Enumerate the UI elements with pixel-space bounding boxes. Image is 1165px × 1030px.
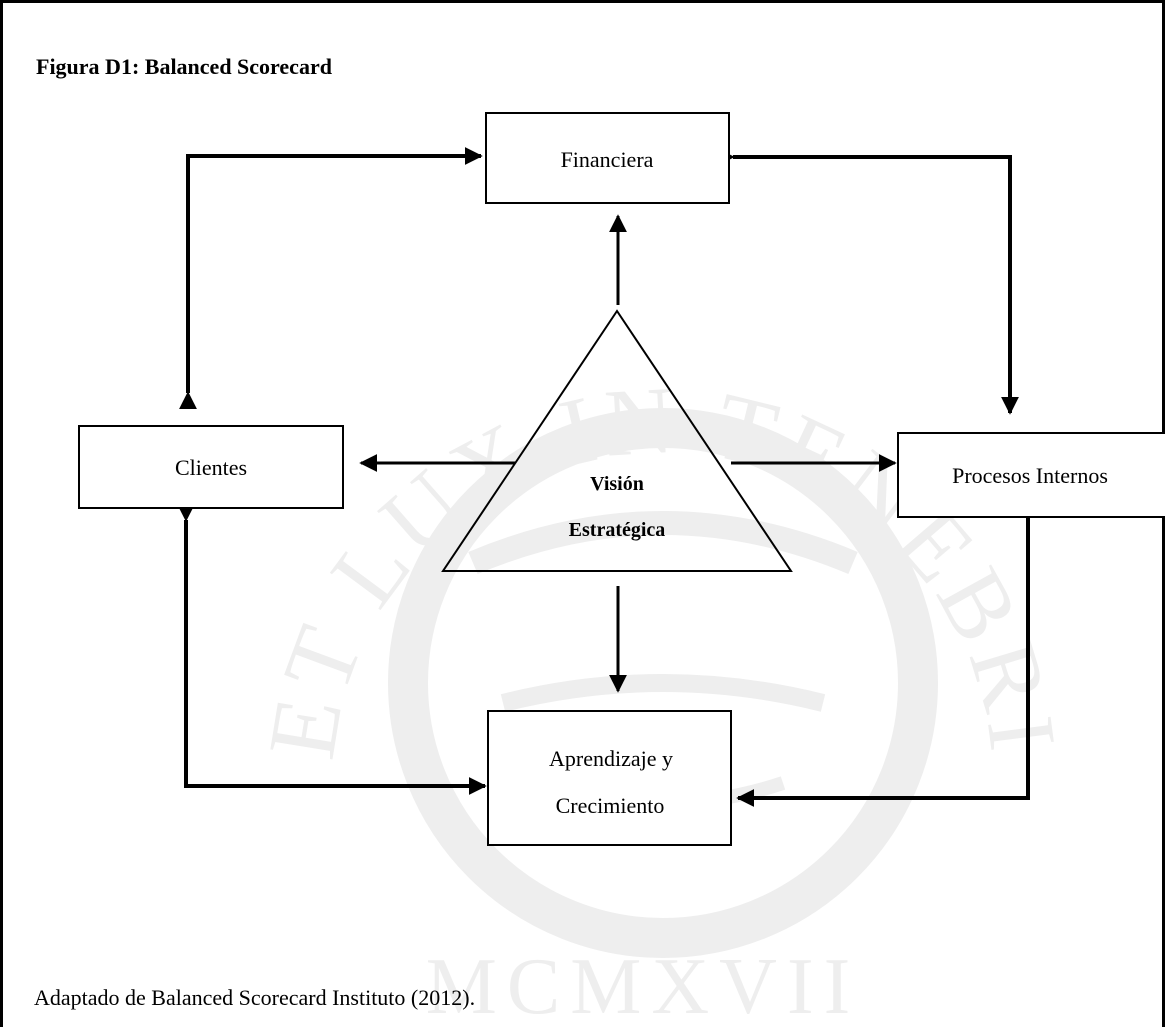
connector-clientes-financiera	[179, 147, 483, 410]
node-financiera-label: Financiera	[561, 147, 654, 172]
node-clientes-box	[78, 425, 344, 509]
node-procesos-label: Procesos Internos	[952, 463, 1108, 488]
node-aprendizaje-label-2: Crecimiento	[556, 793, 665, 818]
node-clientes-label: Clientes	[175, 455, 247, 480]
connector-clientes-aprendizaje	[177, 503, 487, 795]
node-procesos-box	[897, 432, 1165, 518]
figure-title: Figura D1: Balanced Scorecard	[36, 54, 332, 79]
node-vision-label-2: Estratégica	[569, 519, 666, 541]
figure-caption: Adaptado de Balanced Scorecard Instituto…	[34, 985, 476, 1010]
node-vision-triangle	[441, 309, 793, 572]
connector-financiera-procesos	[716, 148, 1019, 415]
node-aprendizaje-label-1: Aprendizaje y	[549, 746, 673, 771]
node-aprendizaje-box	[487, 710, 732, 846]
node-vision-label-1: Visión	[590, 473, 644, 495]
connector-procesos-aprendizaje	[736, 501, 1037, 807]
node-financiera-box	[485, 112, 730, 204]
balanced-scorecard-diagram: ET LUX IN TENEBRIS LUCET MCMXVII	[3, 3, 1165, 1030]
watermark-year: MCMXVII	[426, 943, 860, 1030]
connectors	[177, 147, 1037, 807]
